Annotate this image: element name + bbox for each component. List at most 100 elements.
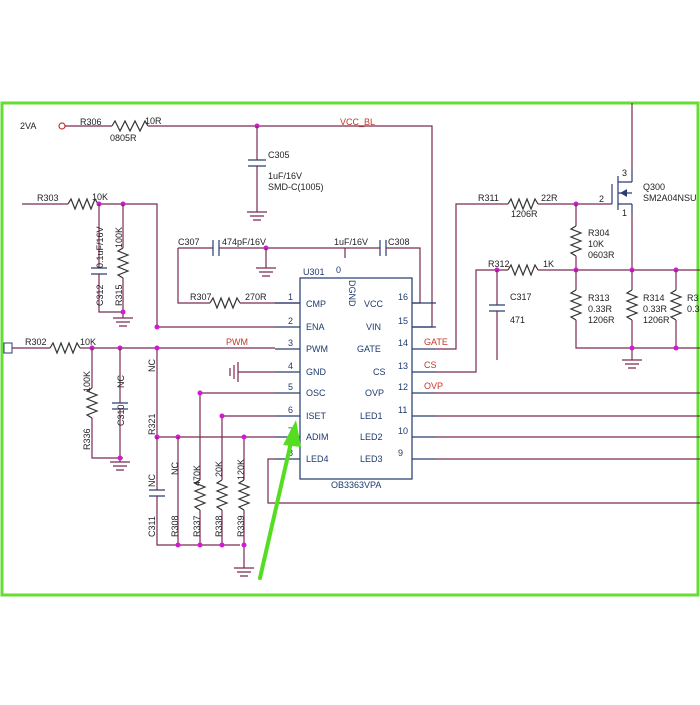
- resistor-r308: NC R308: [170, 437, 180, 545]
- svg-text:PWM: PWM: [306, 344, 328, 354]
- svg-text:C308: C308: [388, 237, 410, 247]
- svg-text:R312: R312: [488, 259, 510, 269]
- resistor-r312: R312 1K: [488, 259, 700, 277]
- resistor-r337: 470K R337: [192, 392, 275, 545]
- resistor-r307: R307 270R: [177, 248, 300, 310]
- svg-text:20K: 20K: [214, 461, 224, 477]
- svg-text:100K: 100K: [82, 371, 92, 392]
- pwm-input: [3, 342, 50, 354]
- junction: [219, 542, 225, 548]
- resistor-r311: R311 22R 1206R: [478, 193, 612, 219]
- svg-text:NC: NC: [116, 375, 126, 388]
- capacitor-c310: NC C310: [110, 348, 130, 471]
- svg-text:GATE: GATE: [357, 344, 381, 354]
- junction: [175, 542, 181, 548]
- resistor-r303: R303 10K: [22, 192, 275, 328]
- resistor-r338: 20K R338: [214, 415, 275, 545]
- highlight-frame: [0, 101, 700, 597]
- svg-text:1206R: 1206R: [588, 315, 615, 325]
- junction: [197, 390, 203, 396]
- capacitor-c307: C307 474pF/16V: [178, 237, 345, 256]
- svg-text:0.33R: 0.33R: [643, 304, 668, 314]
- svg-text:3: 3: [288, 338, 293, 348]
- terminal-2va: [58, 122, 66, 130]
- svg-text:ENA: ENA: [306, 322, 325, 332]
- net-label-pwm: PWM: [226, 337, 248, 347]
- gate-wire: [436, 203, 480, 350]
- svg-text:270R: 270R: [245, 292, 267, 302]
- svg-text:R337: R337: [192, 515, 202, 537]
- svg-text:R321: R321: [147, 413, 157, 435]
- svg-text:R315: R315: [114, 284, 124, 306]
- svg-text:GND: GND: [306, 367, 327, 377]
- svg-text:R314: R314: [643, 293, 665, 303]
- svg-text:C307: C307: [178, 237, 200, 247]
- svg-text:10R: 10R: [145, 116, 162, 126]
- svg-text:16: 16: [398, 292, 408, 302]
- svg-text:R306: R306: [80, 117, 102, 127]
- svg-text:R308: R308: [170, 515, 180, 537]
- svg-text:R336: R336: [82, 428, 92, 450]
- svg-text:C317: C317: [510, 292, 532, 302]
- junction: [629, 345, 635, 351]
- svg-text:0.33R: 0.33R: [588, 304, 613, 314]
- svg-text:10: 10: [398, 426, 408, 436]
- svg-text:15: 15: [398, 316, 408, 326]
- svg-text:R307: R307: [190, 292, 212, 302]
- mosfet-q300: 2 3 1 Q300 SM2A04NSU: [599, 103, 697, 270]
- svg-text:LED1: LED1: [360, 411, 383, 421]
- svg-text:1206R: 1206R: [643, 315, 670, 325]
- resistor-r3-partial: R3 0.3: [669, 270, 700, 348]
- svg-text:100K: 100K: [114, 227, 124, 248]
- svg-text:Q300: Q300: [643, 182, 665, 192]
- svg-text:OVP: OVP: [365, 388, 384, 398]
- svg-text:10K: 10K: [92, 192, 108, 202]
- svg-text:R302: R302: [25, 337, 47, 347]
- svg-text:1: 1: [288, 292, 293, 302]
- svg-text:R304: R304: [588, 228, 610, 238]
- resistor-r306: R306 10R 0805R: [80, 116, 162, 143]
- svg-text:0.3: 0.3: [687, 304, 700, 314]
- svg-text:22R: 22R: [541, 193, 558, 203]
- svg-text:1uF/16V: 1uF/16V: [268, 171, 302, 181]
- svg-text:5: 5: [288, 382, 293, 392]
- svg-text:1uF/16V: 1uF/16V: [334, 237, 368, 247]
- resistor-r336: 100K R336: [82, 348, 123, 459]
- ground-symbol: [229, 362, 275, 382]
- led4-wire: [267, 458, 700, 504]
- svg-text:1: 1: [622, 208, 627, 218]
- svg-text:14: 14: [398, 338, 408, 348]
- svg-text:R3: R3: [687, 293, 699, 303]
- junction: [673, 345, 679, 351]
- input-2va-net: 2VA: [20, 121, 112, 131]
- net-label-ovp: OVP: [424, 381, 443, 391]
- svg-text:120K: 120K: [236, 459, 246, 480]
- svg-text:10K: 10K: [588, 239, 604, 249]
- connector-icon: [3, 342, 13, 354]
- svg-text:R339: R339: [236, 515, 246, 537]
- svg-text:C310: C310: [116, 404, 126, 426]
- svg-text:1K: 1K: [543, 259, 554, 269]
- svg-text:NC: NC: [147, 359, 157, 372]
- resistor-r313: R313 0.33R 1206R: [569, 270, 700, 349]
- svg-text:R313: R313: [588, 293, 610, 303]
- annotation-arrow: [258, 420, 301, 580]
- resistor-r339: 120K R339: [234, 437, 254, 577]
- ic-part: OB3363VPA: [331, 480, 381, 490]
- svg-text:R338: R338: [214, 515, 224, 537]
- svg-text:11: 11: [398, 405, 407, 415]
- junction: [241, 434, 247, 440]
- svg-text:C312: C312: [95, 284, 105, 306]
- ground-symbol: [256, 248, 276, 277]
- junction: [197, 542, 203, 548]
- net-label-vcc-bl: VCC_BL: [340, 117, 375, 127]
- svg-text:VCC: VCC: [364, 299, 384, 309]
- capacitor-c311: NC C311: [147, 437, 240, 546]
- svg-text:1206R: 1206R: [511, 209, 538, 219]
- svg-text:471: 471: [510, 315, 525, 325]
- capacitor-c317: C317 471: [489, 270, 532, 360]
- capacitor-c312: 0.1uF/16V C312: [91, 204, 123, 313]
- junction: [154, 345, 160, 351]
- svg-text:6: 6: [288, 405, 293, 415]
